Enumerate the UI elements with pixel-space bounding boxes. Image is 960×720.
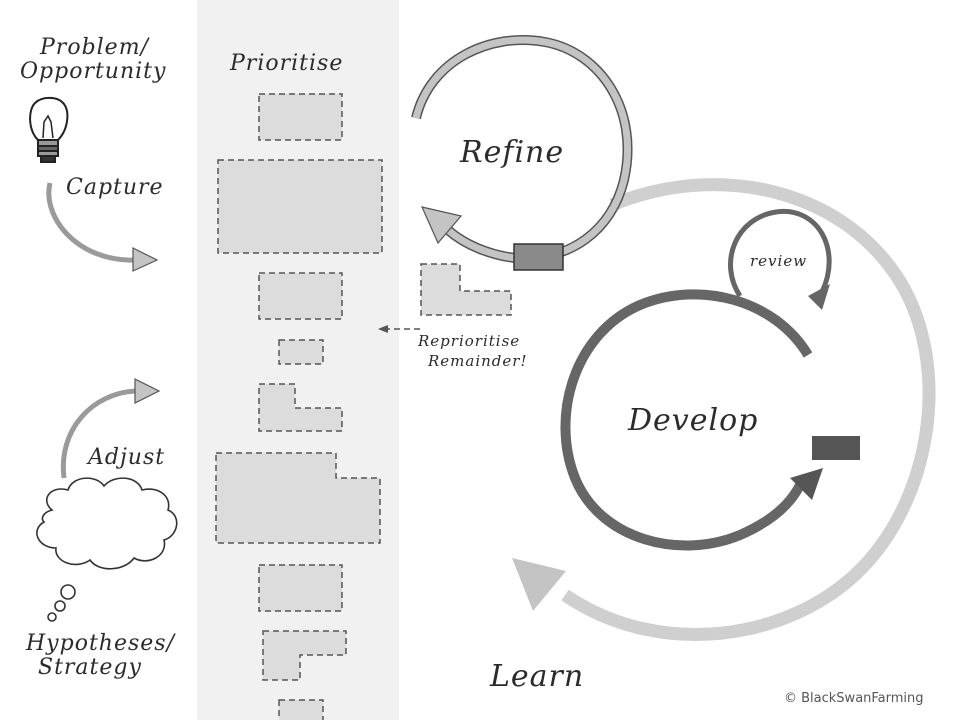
problem-label-line2: Opportunity [20, 59, 166, 84]
backlog-items [215, 93, 512, 720]
capture-label: Capture [66, 175, 164, 200]
adjust-label: Adjust [86, 445, 165, 470]
reprioritise-label-line1: Reprioritise [417, 332, 520, 350]
refine-cycle [411, 35, 633, 271]
develop-work-item [812, 436, 860, 460]
capture-arrow [46, 182, 159, 272]
backlog-item [278, 699, 324, 720]
develop-label: Develop [627, 403, 758, 438]
problem-label-line1: Problem/ [39, 35, 151, 60]
learn-cycle [512, 178, 936, 642]
copyright-label: © BlackSwanFarming [784, 691, 924, 706]
backlog-item [262, 630, 347, 681]
lightbulb-icon [29, 96, 69, 163]
backlog-item [258, 93, 343, 141]
hypotheses-label-line1: Hypotheses/ [25, 631, 177, 656]
backlog-item [215, 452, 381, 544]
prioritise-label: Prioritise [229, 51, 343, 76]
backlog-item [278, 339, 324, 365]
reprioritise-arrow [378, 325, 420, 333]
refined-item [420, 263, 512, 316]
review-cycle [728, 209, 832, 310]
backlog-item [258, 272, 343, 320]
develop-cycle [560, 289, 860, 551]
adjust-arrow [60, 378, 161, 479]
review-label: review [750, 252, 807, 270]
refine-label: Refine [459, 135, 564, 170]
thought-cloud-icon [36, 477, 178, 622]
reprioritise-label-line2: Remainder! [427, 352, 527, 370]
backlog-item [258, 383, 343, 432]
refine-work-item [513, 243, 564, 271]
learn-label: Learn [489, 659, 584, 694]
hypotheses-label-line2: Strategy [38, 655, 142, 680]
backlog-item [258, 564, 343, 612]
backlog-item [217, 159, 383, 254]
